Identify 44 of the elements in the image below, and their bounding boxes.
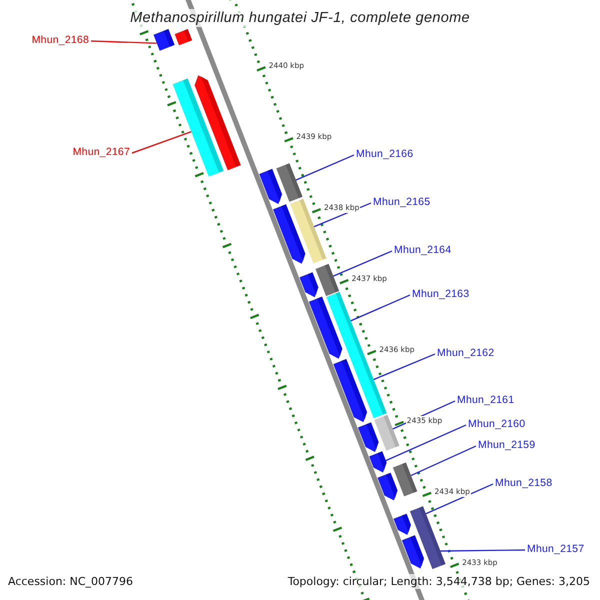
gene-label: Mhun_2167 xyxy=(72,145,130,159)
leader-line xyxy=(410,445,476,476)
leader-line xyxy=(386,424,466,462)
genome-info-text: Topology: circular; Length: 3,544,738 bp; Genes: 3,205 xyxy=(288,574,590,589)
gene-feature xyxy=(374,414,400,451)
leader-line xyxy=(440,549,525,552)
gene-feature xyxy=(369,451,387,472)
gene-feature xyxy=(273,204,306,264)
gene-label: Mhun_2159 xyxy=(478,438,536,452)
gene-label: Mhun_2157 xyxy=(527,542,584,556)
gene-feature xyxy=(333,359,367,422)
gene-label: Mhun_2166 xyxy=(356,147,414,161)
gene-feature xyxy=(316,264,340,296)
gene-feature xyxy=(394,514,411,535)
leader-line xyxy=(90,40,157,44)
gene-feature xyxy=(410,506,446,570)
gene-feature xyxy=(358,422,379,452)
leader-line xyxy=(350,294,410,322)
gene-feature xyxy=(290,198,326,264)
gene-feature xyxy=(259,168,282,204)
leader-line xyxy=(373,353,436,380)
leader-line xyxy=(426,483,494,514)
gene-label: Mhun_2161 xyxy=(457,393,514,407)
gene-label: Mhun_2163 xyxy=(412,287,470,301)
gene-feature xyxy=(392,462,418,496)
leader-line xyxy=(296,154,354,181)
gene-feature xyxy=(402,535,424,568)
gene-label: Mhun_2158 xyxy=(495,476,552,490)
gene-feature xyxy=(172,78,224,176)
gene-label: Mhun_2162 xyxy=(437,346,494,360)
gene-feature xyxy=(174,29,192,46)
gene-feature xyxy=(194,75,241,170)
gene-feature xyxy=(308,296,342,359)
gene-feature xyxy=(378,472,398,500)
leader-line xyxy=(132,131,192,154)
gene-feature xyxy=(276,163,302,202)
leader-line xyxy=(333,250,392,277)
gene-label: Mhun_2165 xyxy=(373,195,430,209)
gene-feature xyxy=(154,29,175,51)
accession-text: Accession: NC_007796 xyxy=(8,574,134,589)
gene-label: Mhun_2160 xyxy=(468,417,526,431)
gene-feature xyxy=(300,272,318,298)
gene-label: Mhun_2168 xyxy=(32,33,89,47)
gene-label: Mhun_2164 xyxy=(394,243,452,257)
